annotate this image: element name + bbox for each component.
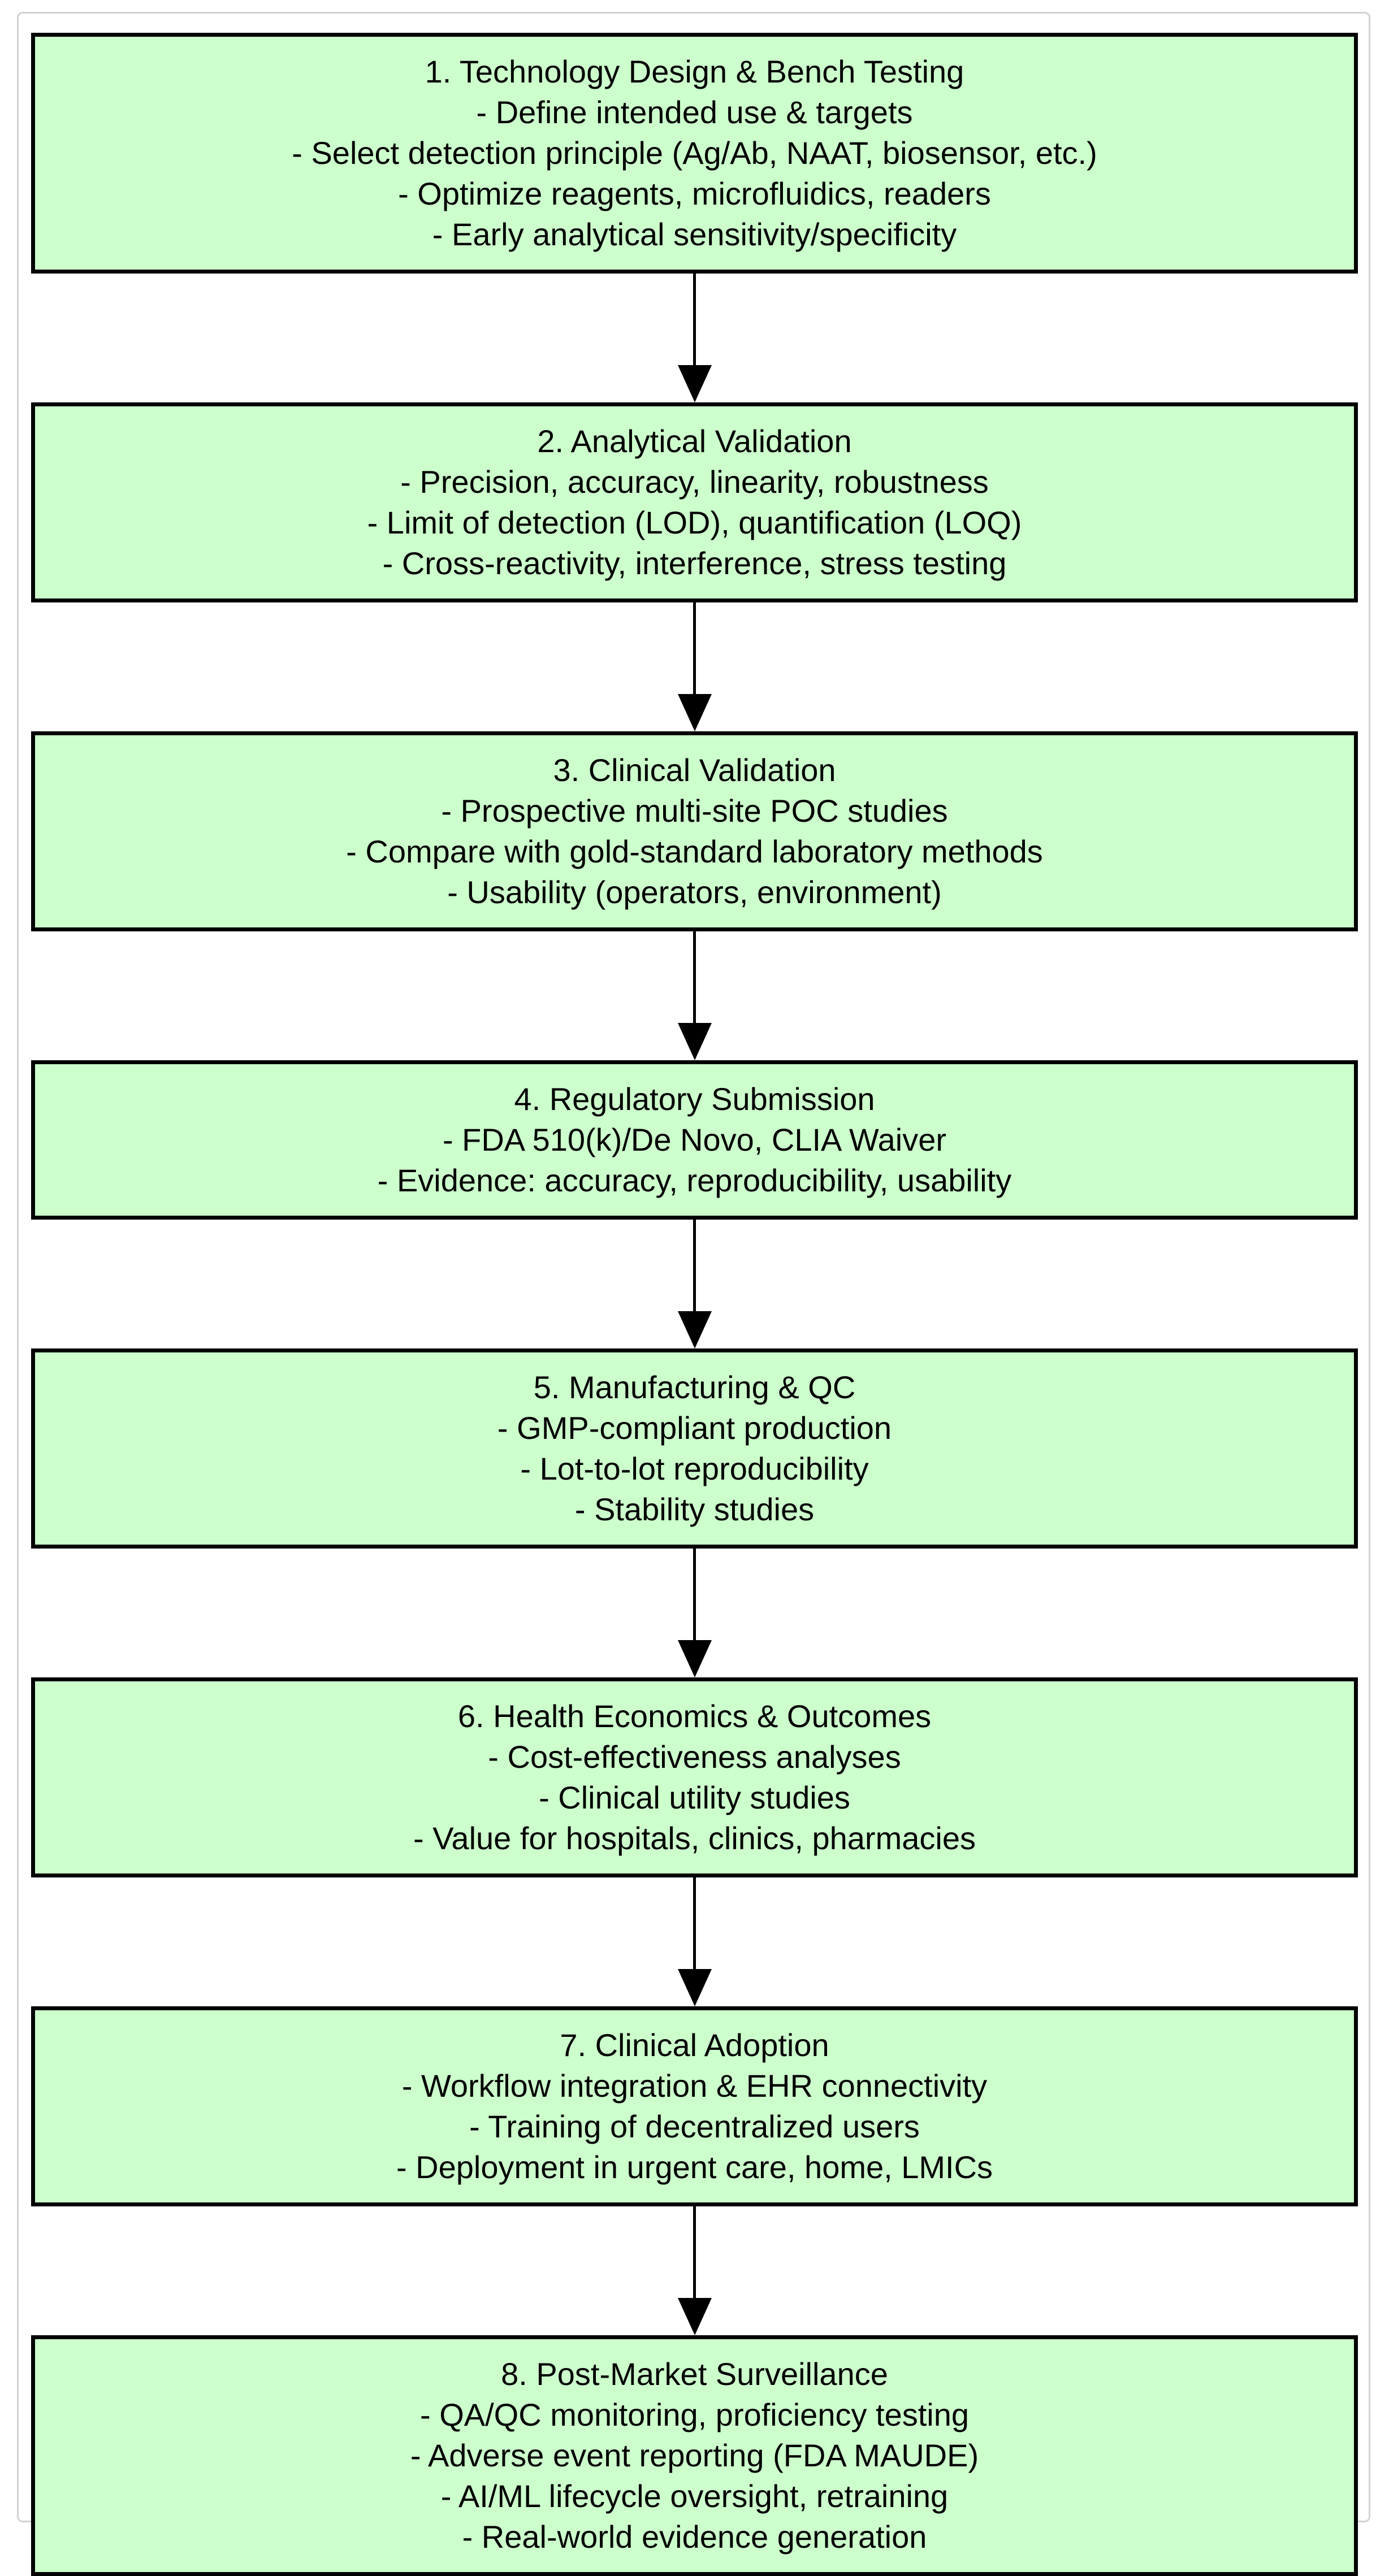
arrow-stem bbox=[693, 931, 696, 1023]
stage-title: 7. Clinical Adoption bbox=[560, 2027, 829, 2063]
arrow-stem bbox=[693, 1220, 696, 1311]
arrow-stem bbox=[693, 1877, 696, 1969]
stage-item: - GMP-compliant production bbox=[497, 1410, 892, 1446]
arrow-head-icon bbox=[677, 694, 712, 731]
stage-item: - Stability studies bbox=[574, 1491, 815, 1527]
stage-item: - Cost-effectiveness analyses bbox=[488, 1739, 901, 1775]
stage-title: 4. Regulatory Submission bbox=[514, 1081, 875, 1117]
stage-item: - Precision, accuracy, linearity, robust… bbox=[400, 464, 989, 500]
arrow-stem bbox=[693, 2206, 696, 2298]
arrow-head-icon bbox=[677, 2298, 712, 2335]
stage-item: - Optimize reagents, microfluidics, read… bbox=[398, 176, 991, 211]
arrow-head-icon bbox=[677, 365, 712, 402]
stage-title: 6. Health Economics & Outcomes bbox=[457, 1698, 932, 1734]
stage-item: - Compare with gold-standard laboratory … bbox=[346, 834, 1043, 869]
flow-arrow-4-to-5 bbox=[31, 1220, 1358, 1348]
stage-box-3: 3. Clinical Validation - Prospective mult… bbox=[31, 731, 1358, 931]
arrow-stem bbox=[693, 602, 696, 694]
flow-arrow-5-to-6 bbox=[31, 1549, 1358, 1677]
stage-item: - Select detection principle (Ag/Ab, NAA… bbox=[292, 135, 1097, 171]
stage-box-7: 7. Clinical Adoption - Workflow integrati… bbox=[31, 2006, 1358, 2206]
stage-item: - Real-world evidence generation bbox=[462, 2519, 927, 2555]
flowchart: 1. Technology Design & Bench Testing - De… bbox=[31, 33, 1358, 2576]
stage-item: - Limit of detection (LOD), quantificati… bbox=[367, 505, 1022, 540]
arrow-head-icon bbox=[677, 1640, 712, 1677]
stage-item: - Lot-to-lot reproducibility bbox=[520, 1451, 869, 1486]
stage-title: 8. Post-Market Surveillance bbox=[501, 2356, 888, 2392]
stage-title: 5. Manufacturing & QC bbox=[533, 1369, 856, 1405]
stage-item: - Cross-reactivity, interference, stress… bbox=[382, 545, 1007, 581]
stage-item: - Adverse event reporting (FDA MAUDE) bbox=[410, 2438, 979, 2473]
stage-title: 2. Analytical Validation bbox=[537, 423, 852, 459]
stage-title: 3. Clinical Validation bbox=[553, 752, 836, 788]
stage-box-2: 2. Analytical Validation - Precision, acc… bbox=[31, 402, 1358, 602]
flow-arrow-1-to-2 bbox=[31, 274, 1358, 402]
stage-box-8: 8. Post-Market Surveillance - QA/QC monit… bbox=[31, 2335, 1358, 2576]
stage-item: - Early analytical sensitivity/specifici… bbox=[432, 216, 957, 252]
stage-box-6: 6. Health Economics & Outcomes - Cost-eff… bbox=[31, 1677, 1358, 1877]
stage-item: - Value for hospitals, clinics, pharmaci… bbox=[413, 1820, 976, 1856]
stage-item: - Workflow integration & EHR connectivit… bbox=[401, 2068, 988, 2104]
stage-box-4: 4. Regulatory Submission - FDA 510(k)/De … bbox=[31, 1060, 1358, 1220]
arrow-head-icon bbox=[677, 1311, 712, 1348]
stage-item: - Usability (operators, environment) bbox=[447, 874, 942, 910]
stage-title: 1. Technology Design & Bench Testing bbox=[425, 54, 964, 89]
stage-item: - Deployment in urgent care, home, LMICs bbox=[396, 2149, 993, 2185]
arrow-head-icon bbox=[677, 1023, 712, 1060]
stage-item: - FDA 510(k)/De Novo, CLIA Waiver bbox=[442, 1122, 947, 1157]
stage-item: - Training of decentralized users bbox=[469, 2109, 920, 2144]
flow-arrow-6-to-7 bbox=[31, 1877, 1358, 2006]
stage-item: - AI/ML lifecycle oversight, retraining bbox=[440, 2478, 949, 2514]
stage-item: - Clinical utility studies bbox=[539, 1780, 850, 1815]
stage-item: - Evidence: accuracy, reproducibility, u… bbox=[377, 1163, 1012, 1198]
stage-box-1: 1. Technology Design & Bench Testing - De… bbox=[31, 33, 1358, 274]
arrow-stem bbox=[693, 274, 696, 365]
arrow-stem bbox=[693, 1549, 696, 1640]
stage-item: - Prospective multi-site POC studies bbox=[441, 793, 948, 829]
stage-item: - QA/QC monitoring, proficiency testing bbox=[419, 2397, 970, 2432]
stage-box-5: 5. Manufacturing & QC - GMP-compliant pro… bbox=[31, 1348, 1358, 1549]
flow-arrow-3-to-4 bbox=[31, 931, 1358, 1060]
stage-item: - Define intended use & targets bbox=[476, 94, 913, 130]
flow-arrow-7-to-8 bbox=[31, 2206, 1358, 2335]
arrow-head-icon bbox=[677, 1969, 712, 2006]
flow-arrow-2-to-3 bbox=[31, 602, 1358, 731]
